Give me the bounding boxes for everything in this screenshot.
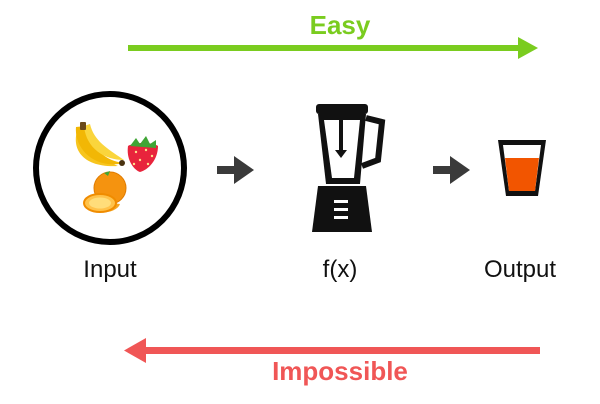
function-label: f(x) (322, 256, 358, 283)
juice-glass-icon (498, 140, 546, 196)
right-arrow-icon (433, 156, 470, 184)
input-label: Input (83, 256, 137, 283)
right-arrow-icon (217, 156, 254, 184)
banana-icon (75, 122, 125, 167)
impossible-arrow (124, 338, 540, 363)
output-label: Output (483, 256, 557, 283)
fruit-circle-icon (33, 91, 187, 245)
easy-arrow (128, 37, 538, 59)
blender-icon (312, 104, 386, 232)
orange-icon (83, 171, 127, 213)
impossible-label: Impossible (272, 356, 408, 386)
strawberry-icon (127, 136, 158, 172)
easy-label: Easy (309, 10, 371, 40)
